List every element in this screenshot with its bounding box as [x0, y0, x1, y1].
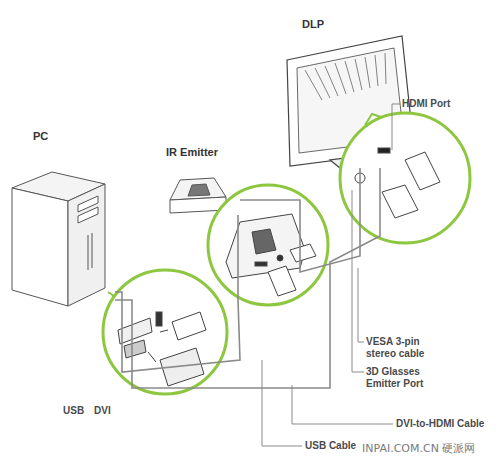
- pc-tower: [12, 172, 105, 306]
- ir-top: [170, 178, 226, 200]
- port-label: HDMI Port: [402, 98, 492, 110]
- pc-slot: [88, 235, 89, 270]
- grille-line: [385, 53, 386, 84]
- pc-side: [12, 188, 68, 306]
- grille-line: [335, 63, 346, 94]
- device-label: PC: [33, 130, 48, 142]
- cable-connector: [115, 215, 240, 372]
- ir-window: [188, 184, 210, 196]
- cable-label: USB Cable: [305, 440, 365, 452]
- ir-emitter-device: [170, 178, 226, 213]
- ir-usb-port: [255, 262, 267, 266]
- cable-connector: [240, 168, 360, 272]
- grille-line: [305, 70, 322, 100]
- plug-arrow: [160, 330, 168, 332]
- leader-line: [262, 360, 302, 446]
- ir-usb-plug: [268, 266, 296, 296]
- leader-lines: [262, 104, 400, 446]
- leader-line: [292, 385, 393, 424]
- ir-ports-closeup: [226, 214, 316, 296]
- device-label: IR Emitter: [166, 146, 218, 158]
- ir-stereo-port: [277, 255, 283, 261]
- ir-closeup-window: [252, 229, 276, 254]
- usb-port: [156, 312, 162, 326]
- device-node: PC: [5, 128, 115, 305]
- hdmi-port: [378, 148, 390, 153]
- port-label: 3D Glasses Emitter Port: [366, 366, 448, 390]
- device-node: DLP: [280, 16, 420, 168]
- connector-label: USB: [63, 405, 93, 417]
- dlp-grille: [305, 53, 386, 100]
- pc-front: [68, 184, 105, 306]
- grille-line: [375, 55, 378, 86]
- ir-stereo-plug: [290, 244, 316, 262]
- device-label: DLP: [302, 18, 324, 30]
- grille-line: [355, 59, 362, 90]
- plug-arrow: [148, 352, 156, 362]
- dlp-ports-closeup: [355, 148, 440, 218]
- dvi-port: [124, 340, 146, 358]
- grille-line: [325, 66, 338, 96]
- cable-label: DVI-to-HDMI Cable: [396, 418, 496, 430]
- pc-slot: [92, 233, 93, 268]
- leader-line: [358, 268, 364, 342]
- cable-connector: [115, 168, 380, 388]
- connector-label: DVI: [94, 405, 124, 417]
- watermark: INPAI.COM.CN 硬派网: [362, 441, 498, 456]
- grille-line: [365, 57, 370, 88]
- stereo-plug: [382, 185, 418, 218]
- grille-line: [345, 61, 354, 92]
- port-plate: [118, 318, 152, 344]
- hdmi-plug: [405, 152, 440, 190]
- leader-line: [392, 104, 400, 150]
- zoom-circle: [208, 185, 328, 305]
- cable-label: VESA 3-pin stereo cable: [366, 336, 448, 360]
- drive-bay: [78, 207, 98, 223]
- device-node: IR Emitter: [160, 145, 240, 215]
- usb-plug: [172, 312, 206, 340]
- leader-line: [352, 190, 364, 372]
